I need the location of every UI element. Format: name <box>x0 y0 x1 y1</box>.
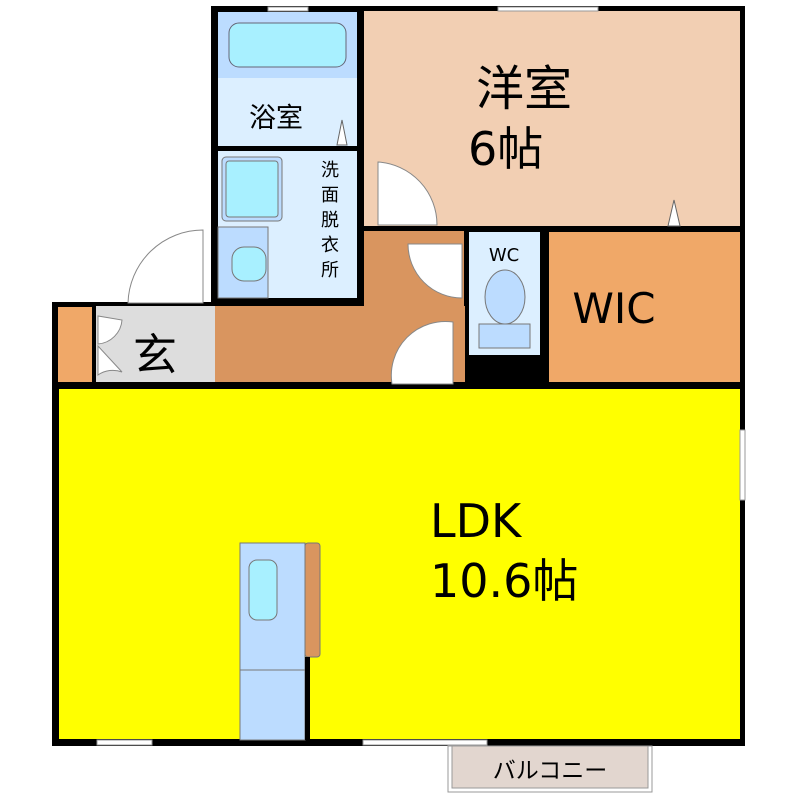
door-icon <box>407 243 463 299</box>
window <box>267 6 309 12</box>
window <box>739 429 746 501</box>
door-icon <box>377 161 438 226</box>
balcony <box>451 745 649 789</box>
entrance-label: 玄 <box>133 330 177 381</box>
wall <box>305 657 310 740</box>
shoe-closet <box>58 307 92 382</box>
door-marker-icon <box>336 119 348 146</box>
window <box>362 739 488 746</box>
door-icon <box>390 320 454 385</box>
sink-basin-icon <box>231 246 267 282</box>
wc-label: WC <box>489 245 519 266</box>
western-room-label: 洋室 <box>476 61 572 117</box>
entrance-door-icon <box>127 229 204 304</box>
ldk-label: LDK <box>430 494 523 548</box>
western-room-size: 6帖 <box>468 122 543 176</box>
toilet-icon <box>484 269 526 325</box>
ldk-size: 10.6帖 <box>430 554 578 608</box>
kitchen-sink-icon <box>248 559 278 621</box>
washroom-label: 洗面脱衣所 <box>318 160 339 285</box>
bathtub-icon <box>228 22 347 68</box>
washing-machine-drum <box>225 160 279 218</box>
window <box>497 6 599 12</box>
toilet-tank-icon <box>478 323 531 349</box>
ldk-room <box>59 389 740 739</box>
walk-in-closet <box>549 232 740 382</box>
window <box>96 739 153 746</box>
balcony-label: バルコニー <box>493 758 608 784</box>
door-marker-icon <box>667 199 681 227</box>
bathroom-label: 浴室 <box>249 103 303 134</box>
closet-door-icon <box>97 315 123 345</box>
kitchen-backsplash <box>304 542 321 658</box>
wic-label: WIC <box>572 284 655 333</box>
closet-door-icon <box>97 344 123 376</box>
